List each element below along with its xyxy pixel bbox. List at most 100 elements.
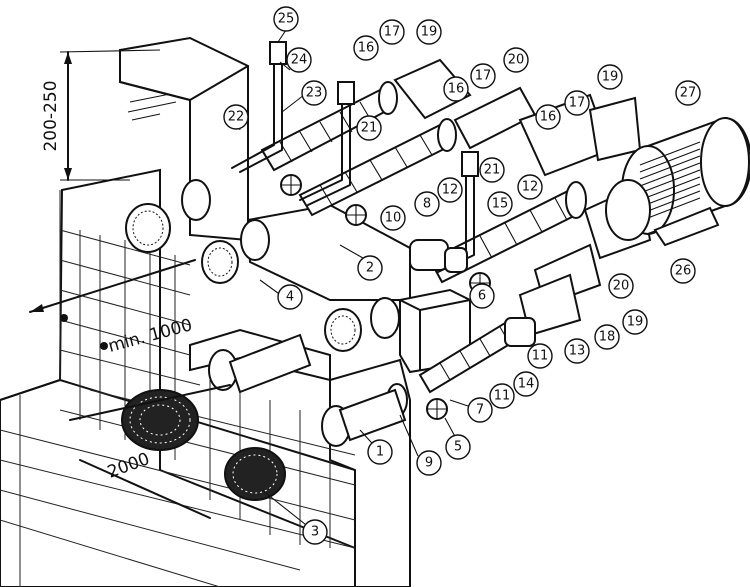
callout-21a: 21 bbox=[356, 115, 382, 141]
callout-label: 6 bbox=[478, 289, 486, 304]
flange bbox=[378, 81, 398, 115]
floor-drain bbox=[224, 447, 286, 501]
callout-19c: 19 bbox=[622, 309, 648, 335]
callout-label: 17 bbox=[384, 25, 401, 40]
air-pipe bbox=[307, 89, 351, 206]
callout-label: 12 bbox=[442, 183, 459, 198]
callout-label: 11 bbox=[532, 349, 549, 364]
fitting bbox=[409, 239, 449, 271]
dimension-height: 200-250 bbox=[41, 80, 61, 151]
pipe-section bbox=[393, 58, 472, 120]
callout-7: 7 bbox=[467, 397, 493, 423]
callout-label: 12 bbox=[522, 180, 539, 195]
callout-10: 10 bbox=[380, 205, 406, 231]
callout-23: 23 bbox=[301, 80, 327, 106]
air-pipe bbox=[299, 89, 343, 201]
flange bbox=[437, 118, 457, 152]
wall-inlet bbox=[201, 240, 239, 284]
callout-label: 26 bbox=[675, 264, 692, 279]
water-line bbox=[127, 101, 177, 113]
callout-20b: 20 bbox=[608, 273, 634, 299]
callout-label: 23 bbox=[306, 86, 323, 101]
floor-drain bbox=[121, 389, 199, 451]
pipe-section bbox=[588, 96, 642, 162]
flange bbox=[565, 181, 587, 219]
callout-label: 25 bbox=[278, 12, 295, 27]
callout-12b: 12 bbox=[517, 174, 543, 200]
callout-label: 5 bbox=[454, 440, 462, 455]
callout-25: 25 bbox=[273, 6, 299, 32]
valve-handwheel bbox=[345, 204, 367, 226]
callout-26: 26 bbox=[670, 258, 696, 284]
water-line bbox=[131, 113, 161, 121]
callout-label: 27 bbox=[680, 86, 697, 101]
callout-label: 21 bbox=[361, 121, 378, 136]
callout-13: 13 bbox=[564, 338, 590, 364]
callout-27: 27 bbox=[675, 80, 701, 106]
callout-label: 7 bbox=[476, 403, 484, 418]
callout-label: 24 bbox=[291, 53, 308, 68]
air-pipe bbox=[239, 59, 283, 173]
water-line bbox=[129, 93, 171, 103]
callout-label: 2 bbox=[366, 261, 374, 276]
callout-label: 19 bbox=[602, 70, 619, 85]
fitting bbox=[444, 247, 468, 273]
callout-17a: 17 bbox=[379, 19, 405, 45]
callout-label: 9 bbox=[425, 456, 433, 471]
callout-9: 9 bbox=[416, 450, 442, 476]
callout-label: 19 bbox=[421, 25, 438, 40]
callout-label: 19 bbox=[627, 315, 644, 330]
callout-2: 2 bbox=[357, 255, 383, 281]
callout-8: 8 bbox=[414, 191, 440, 217]
callout-label: 16 bbox=[448, 82, 465, 97]
callout-label: 20 bbox=[613, 279, 630, 294]
callout-label: 14 bbox=[518, 377, 535, 392]
flange bbox=[370, 297, 400, 339]
callout-21b: 21 bbox=[479, 157, 505, 183]
air-valve bbox=[461, 151, 479, 177]
valve-handwheel bbox=[280, 174, 302, 196]
callout-15: 15 bbox=[487, 191, 513, 217]
callout-label: 16 bbox=[540, 110, 557, 125]
valve-handwheel bbox=[426, 398, 448, 420]
callout-16b: 16 bbox=[443, 76, 469, 102]
piping bbox=[181, 41, 750, 447]
callout-6: 6 bbox=[469, 283, 495, 309]
callout-label: 17 bbox=[475, 69, 492, 84]
flange bbox=[240, 219, 270, 261]
callout-16a: 16 bbox=[353, 35, 379, 61]
callout-12a: 12 bbox=[437, 177, 463, 203]
callout-4: 4 bbox=[277, 284, 303, 310]
air-valve bbox=[337, 81, 355, 105]
callout-label: 22 bbox=[228, 110, 245, 125]
callout-16c: 16 bbox=[535, 104, 561, 130]
wall-inlet bbox=[324, 308, 362, 352]
callout-11b: 11 bbox=[527, 343, 553, 369]
pump-housing bbox=[605, 179, 651, 241]
callout-24: 24 bbox=[286, 47, 312, 73]
callout-label: 21 bbox=[484, 163, 501, 178]
callout-18: 18 bbox=[594, 324, 620, 350]
callout-5: 5 bbox=[445, 434, 471, 460]
callout-label: 3 bbox=[311, 525, 319, 540]
callout-label: 20 bbox=[508, 53, 525, 68]
flange bbox=[181, 179, 211, 221]
air-pipe bbox=[231, 59, 275, 169]
callout-label: 11 bbox=[494, 389, 511, 404]
callout-label: 15 bbox=[492, 197, 509, 212]
callout-3: 3 bbox=[302, 519, 328, 545]
callout-label: 16 bbox=[358, 41, 375, 56]
callout-label: 17 bbox=[569, 96, 586, 111]
callout-label: 8 bbox=[423, 197, 431, 212]
pipe-section bbox=[228, 333, 312, 394]
callout-11a: 11 bbox=[489, 383, 515, 409]
callout-label: 10 bbox=[385, 211, 402, 226]
tile-grid bbox=[0, 190, 356, 587]
fitting bbox=[504, 317, 536, 347]
callout-label: 1 bbox=[376, 445, 384, 460]
column-edge bbox=[119, 49, 249, 101]
callout-label: 18 bbox=[599, 330, 616, 345]
air-valve bbox=[269, 41, 287, 65]
callout-label: 13 bbox=[569, 344, 586, 359]
